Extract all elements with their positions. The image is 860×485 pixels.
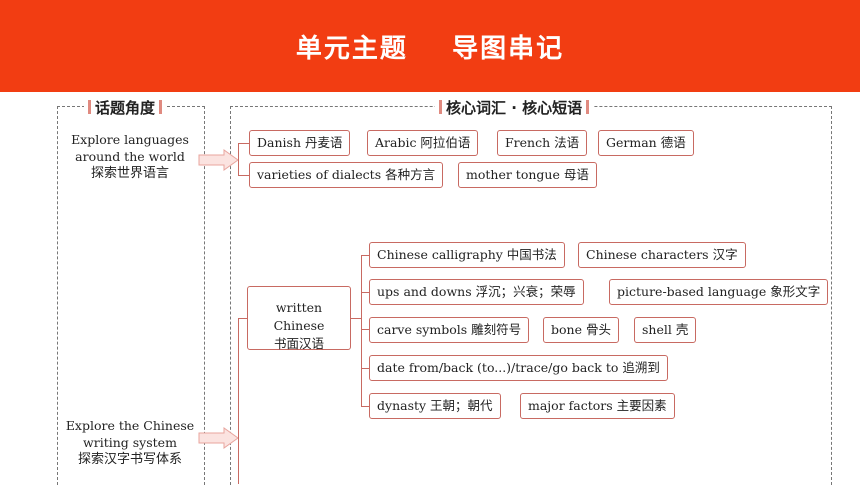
angle-2-en-line2: writing system: [83, 435, 177, 450]
title-banner: 单元主题 导图串记: [0, 0, 860, 92]
connector-line: [361, 255, 369, 256]
topic-angle-header: 话题角度: [84, 97, 167, 117]
vocab-chip-carve-symbols: carve symbols 雕刻符号: [369, 317, 530, 343]
written-chinese-node: written Chinese 书面汉语: [247, 286, 351, 351]
vocab-chip-picture-based: picture-based language 象形文字: [609, 279, 829, 305]
connector-line: [238, 175, 250, 176]
header-bar-icon: [88, 100, 91, 114]
connector-line: [238, 143, 250, 144]
header-bar-icon: [159, 100, 163, 114]
arrow-right-icon: [198, 427, 239, 449]
connector-line: [361, 255, 362, 407]
header-bar-icon: [439, 100, 442, 114]
vocab-chip-french: French 法语: [497, 130, 588, 156]
angle-1-zh: 探索世界语言: [90, 166, 169, 181]
banner-title: 单元主题 导图串记: [295, 33, 565, 64]
arrow-right-icon: [198, 149, 239, 171]
vocab-chip-bone: bone 骨头: [543, 317, 619, 343]
vocab-chip-dialects: varieties of dialects 各种方言: [249, 162, 444, 188]
angle-1-en-line2: around the world: [75, 149, 185, 164]
vocab-chip-ups-and-downs: ups and downs 浮沉；兴衰；荣辱: [369, 279, 584, 305]
angle-2-zh: 探索汉字书写体系: [77, 452, 182, 467]
connector-line: [361, 406, 369, 407]
vocab-chip-major-factors: major factors 主要因素: [520, 393, 675, 419]
connector-line: [238, 143, 239, 176]
header-bar-icon: [586, 100, 590, 114]
angle-1-en-line1: Explore languages: [71, 132, 189, 147]
topic-angle-2: Explore the Chinese writing system 探索汉字书…: [58, 417, 202, 468]
connector-line: [351, 318, 361, 319]
vocab-chip-arabic: Arabic 阿拉伯语: [367, 130, 479, 156]
vocab-chip-mother-tongue: mother tongue 母语: [458, 162, 597, 188]
connector-line: [361, 292, 369, 293]
written-chinese-en: written Chinese: [273, 300, 325, 333]
vocab-chip-german: German 德语: [598, 130, 694, 156]
vocab-chip-calligraphy: Chinese calligraphy 中国书法: [369, 242, 565, 268]
core-vocab-title: 核心词汇 · 核心短语: [446, 98, 583, 117]
topic-angle-1: Explore languages around the world 探索世界语…: [60, 131, 200, 182]
vocab-chip-characters: Chinese characters 汉字: [578, 242, 746, 268]
core-vocab-header: 核心词汇 · 核心短语: [435, 97, 594, 117]
connector-line: [238, 318, 239, 484]
connector-line: [238, 318, 248, 319]
vocab-chip-dynasty: dynasty 王朝；朝代: [369, 393, 501, 419]
connector-line: [361, 329, 369, 330]
connector-line: [361, 368, 369, 369]
topic-angle-title: 话题角度: [95, 98, 156, 117]
vocab-chip-shell: shell 壳: [634, 317, 697, 343]
written-chinese-zh: 书面汉语: [273, 336, 324, 351]
vocab-chip-danish: Danish 丹麦语: [249, 130, 351, 156]
vocab-chip-date-from: date from/back (to...)/trace/go back to …: [369, 355, 668, 381]
angle-2-en-line1: Explore the Chinese: [65, 418, 195, 433]
